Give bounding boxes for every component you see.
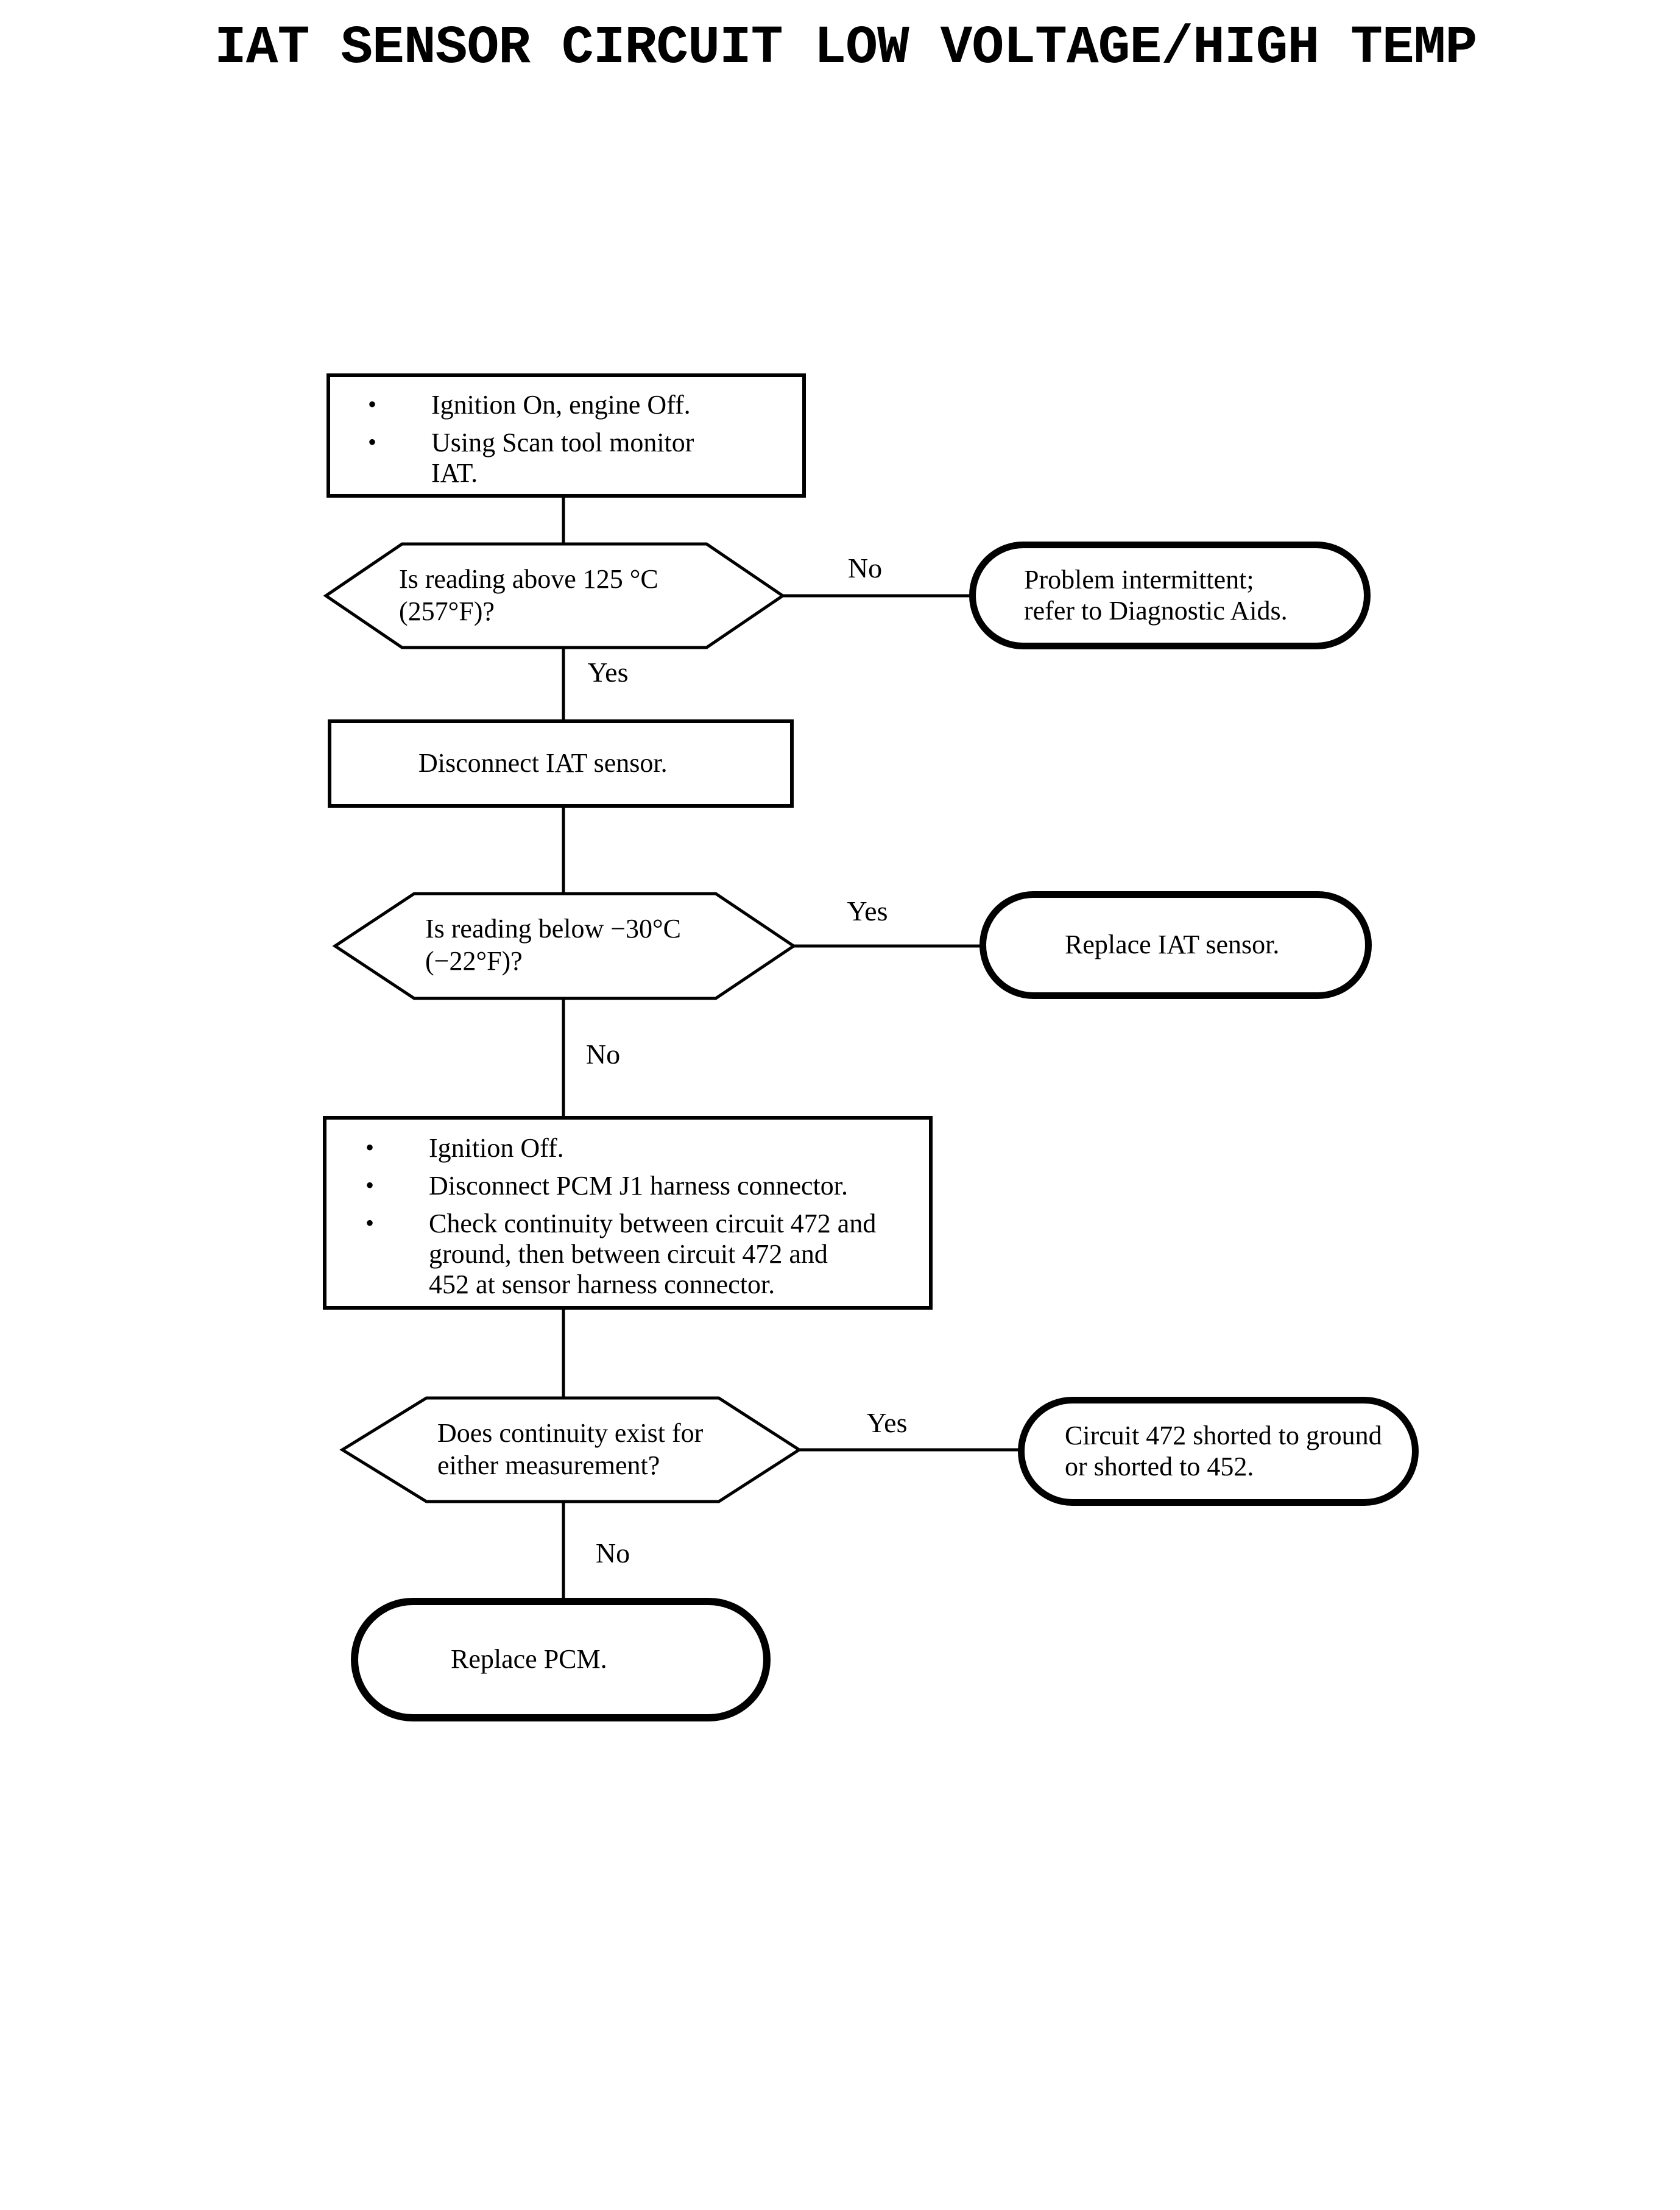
process3-bullet-1: Ignition Off. — [429, 1132, 564, 1163]
decision1-yes-label: Yes — [587, 657, 629, 688]
list-item: • Ignition On, engine Off. — [361, 390, 790, 420]
decision3-hexagon — [339, 1396, 802, 1503]
terminal1-line-2: refer to Diagnostic Aids. — [1024, 595, 1288, 626]
decision2-text: Is reading below −30°C (−22°F)? — [425, 896, 766, 995]
decision3-yes-label: Yes — [866, 1407, 908, 1438]
process3-bullet-2: Disconnect PCM J1 harness connector. — [429, 1170, 848, 1201]
process-continuity-check-box: • Ignition Off. • Disconnect PCM J1 harn… — [323, 1116, 933, 1310]
bullet-icon: • — [365, 1209, 375, 1237]
decision2-yes-label: Yes — [847, 895, 888, 927]
decision3-no-label: No — [595, 1537, 630, 1569]
process3-bullet-3-line-3: 452 at sensor harness connector. — [429, 1269, 775, 1300]
terminal-replace-pcm: Replace PCM. — [351, 1598, 771, 1721]
list-item: • Using Scan tool monitor IAT. — [361, 428, 790, 489]
terminal3-line-2: or shorted to 452. — [1065, 1451, 1254, 1481]
decision1-line-2: (257°F)? — [399, 596, 495, 626]
decision2-line-1: Is reading below −30°C — [425, 914, 681, 944]
terminal-problem-intermittent: Problem intermittent; refer to Diagnosti… — [969, 542, 1371, 649]
process-disconnect-iat-sensor: Disconnect IAT sensor. — [328, 719, 794, 808]
list-item: • Check continuity between circuit 472 a… — [358, 1209, 917, 1300]
start-bullet-1: Ignition On, engine Off. — [431, 389, 691, 420]
bullet-icon: • — [365, 1133, 375, 1161]
start-bullet-2: Using Scan tool monitor IAT. — [431, 428, 694, 489]
process3-bullet-3-line-1: Check continuity between circuit 472 and — [429, 1208, 877, 1238]
process3-bullet-3: Check continuity between circuit 472 and… — [429, 1209, 876, 1300]
decision3-line-2: either measurement? — [437, 1450, 660, 1480]
page-title: IAT SENSOR CIRCUIT LOW VOLTAGE/HIGH TEMP — [214, 18, 1477, 79]
start-bullet-2-line-2: IAT. — [431, 458, 478, 489]
decision2-no-label: No — [585, 1039, 621, 1070]
decision1-hexagon — [323, 542, 786, 649]
process2-line-1: Disconnect IAT sensor. — [418, 748, 668, 778]
decision1-line-1: Is reading above 125 °C — [399, 564, 658, 595]
decision1-text: Is reading above 125 °C (257°F)? — [399, 546, 740, 645]
start-box: • Ignition On, engine Off. • Using Scan … — [326, 373, 806, 498]
bullet-icon: • — [368, 390, 377, 418]
list-item: • Ignition Off. — [358, 1133, 917, 1163]
terminal3-line-1: Circuit 472 shorted to ground — [1065, 1421, 1382, 1451]
terminal-circuit-472-shorted: Circuit 472 shorted to ground or shorted… — [1018, 1397, 1419, 1506]
bullet-icon: • — [365, 1171, 375, 1199]
process3-bullet-3-line-2: ground, then between circuit 472 and — [429, 1239, 828, 1269]
decision2-hexagon — [332, 892, 797, 1000]
terminal-replace-iat-sensor: Replace IAT sensor. — [979, 891, 1372, 999]
decision3-text: Does continuity exist for either measure… — [437, 1400, 766, 1499]
terminal2-line-1: Replace IAT sensor. — [1065, 930, 1280, 960]
start-bullet-2-line-1: Using Scan tool monitor — [431, 427, 694, 457]
list-item: • Disconnect PCM J1 harness connector. — [358, 1171, 917, 1201]
decision2-line-2: (−22°F)? — [425, 946, 523, 976]
decision1-no-label: No — [847, 552, 883, 584]
decision3-line-1: Does continuity exist for — [437, 1418, 704, 1449]
terminal1-line-1: Problem intermittent; — [1024, 565, 1254, 595]
bullet-icon: • — [368, 428, 377, 456]
terminal4-line-1: Replace PCM. — [451, 1644, 607, 1675]
